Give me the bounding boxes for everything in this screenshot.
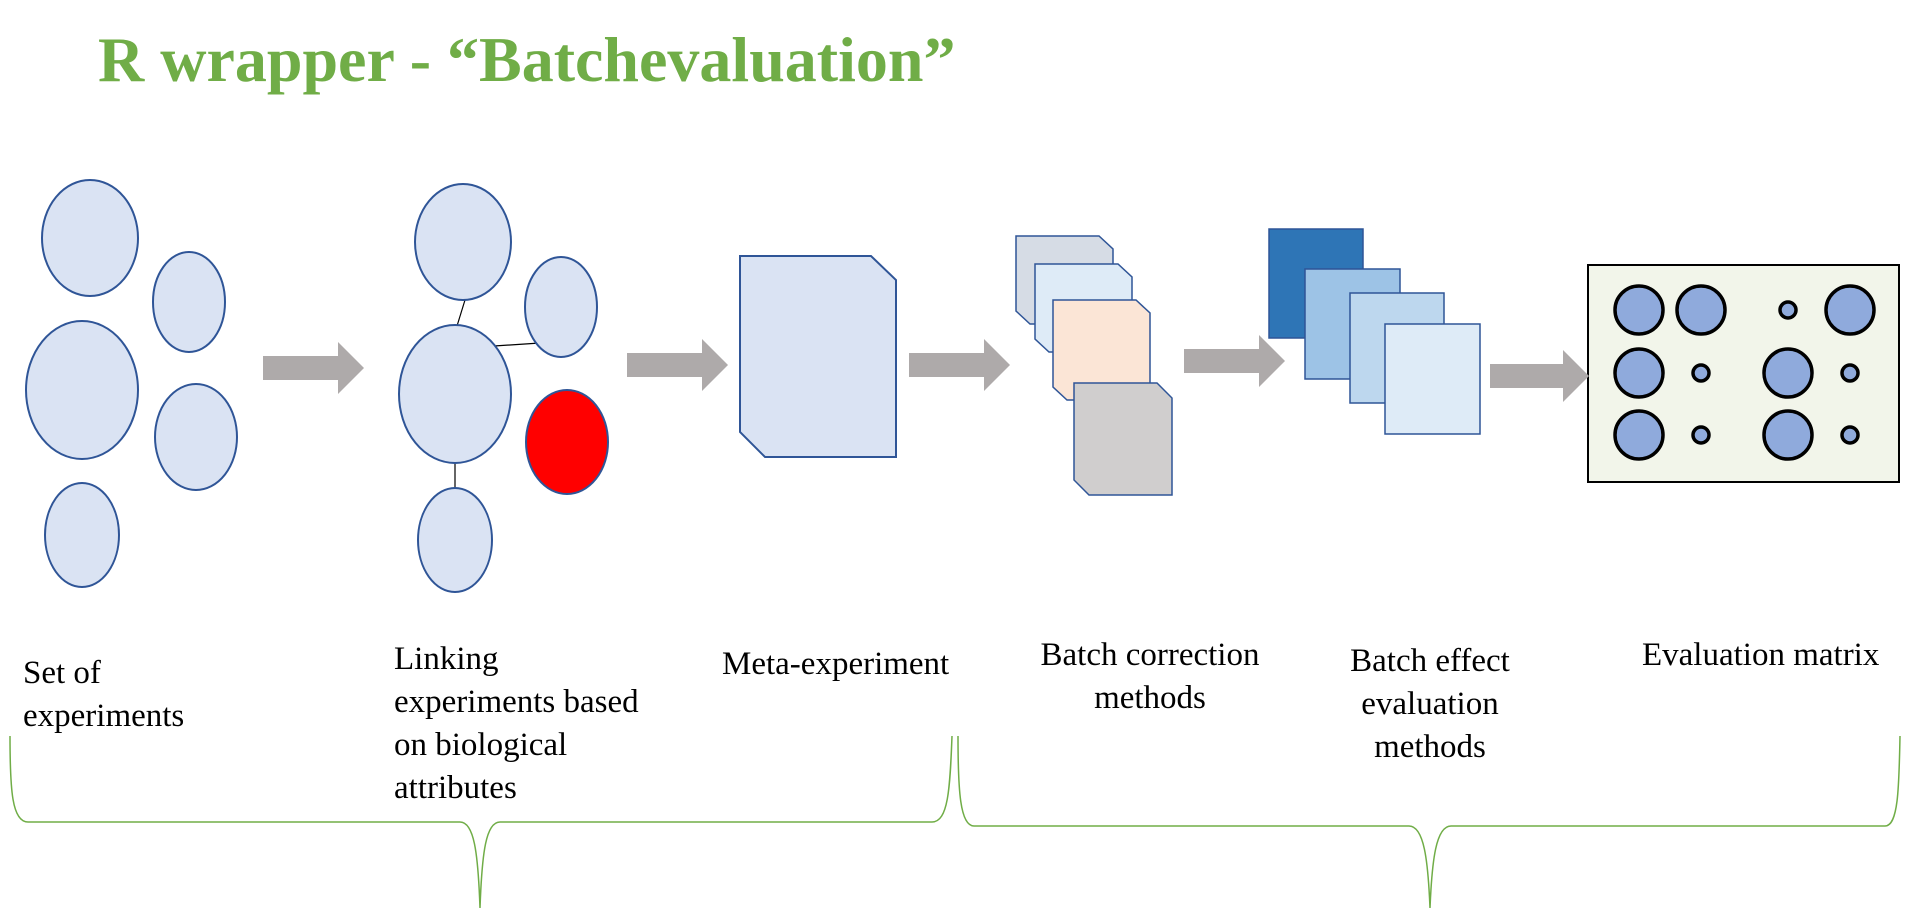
stacked-documents-icon xyxy=(1015,235,1173,496)
label-line: Linking xyxy=(394,641,499,677)
step-label-linking-experiments: Linking experiments based on biological … xyxy=(394,638,639,810)
label-line: Set of xyxy=(23,655,101,691)
right-arrow-icon xyxy=(627,339,728,391)
label-line: attributes xyxy=(394,770,517,806)
label-line: on biological xyxy=(394,727,568,763)
document-icon xyxy=(739,255,897,458)
linked-ellipse-cluster-icon xyxy=(398,183,609,593)
right-arrow-icon xyxy=(263,342,364,394)
ellipse-cluster-icon xyxy=(25,179,238,588)
diagram-title: R wrapper - “Batchevaluation” xyxy=(98,24,956,95)
label-line: Batch effect xyxy=(1350,643,1510,679)
right-arrow-icon xyxy=(1490,350,1589,402)
dot-matrix-icon xyxy=(1587,264,1900,483)
label-line: Evaluation matrix xyxy=(1642,637,1880,673)
step-label-meta-experiment: Meta-experiment xyxy=(722,643,949,686)
stacked-squares-icon xyxy=(1268,228,1481,435)
label-line: Meta-experiment xyxy=(722,646,950,682)
label-line: methods xyxy=(1374,729,1486,765)
step-label-evaluation-matrix: Evaluation matrix xyxy=(1642,634,1879,677)
label-line: Batch correction xyxy=(1040,637,1260,673)
right-arrow-icon xyxy=(1184,335,1285,387)
step-label-set-of-experiments: Set of experiments xyxy=(23,652,184,738)
label-line: evaluation xyxy=(1361,686,1499,722)
curly-brace-icon xyxy=(957,735,1901,909)
step-label-batch-correction: Batch correction methods xyxy=(1010,634,1290,720)
label-line: experiments xyxy=(23,698,185,734)
curly-brace-icon xyxy=(9,735,953,909)
right-arrow-icon xyxy=(909,339,1010,391)
label-line: methods xyxy=(1094,680,1206,716)
label-line: experiments based xyxy=(394,684,639,720)
step-label-batch-effect-evaluation: Batch effect evaluation methods xyxy=(1300,640,1560,769)
